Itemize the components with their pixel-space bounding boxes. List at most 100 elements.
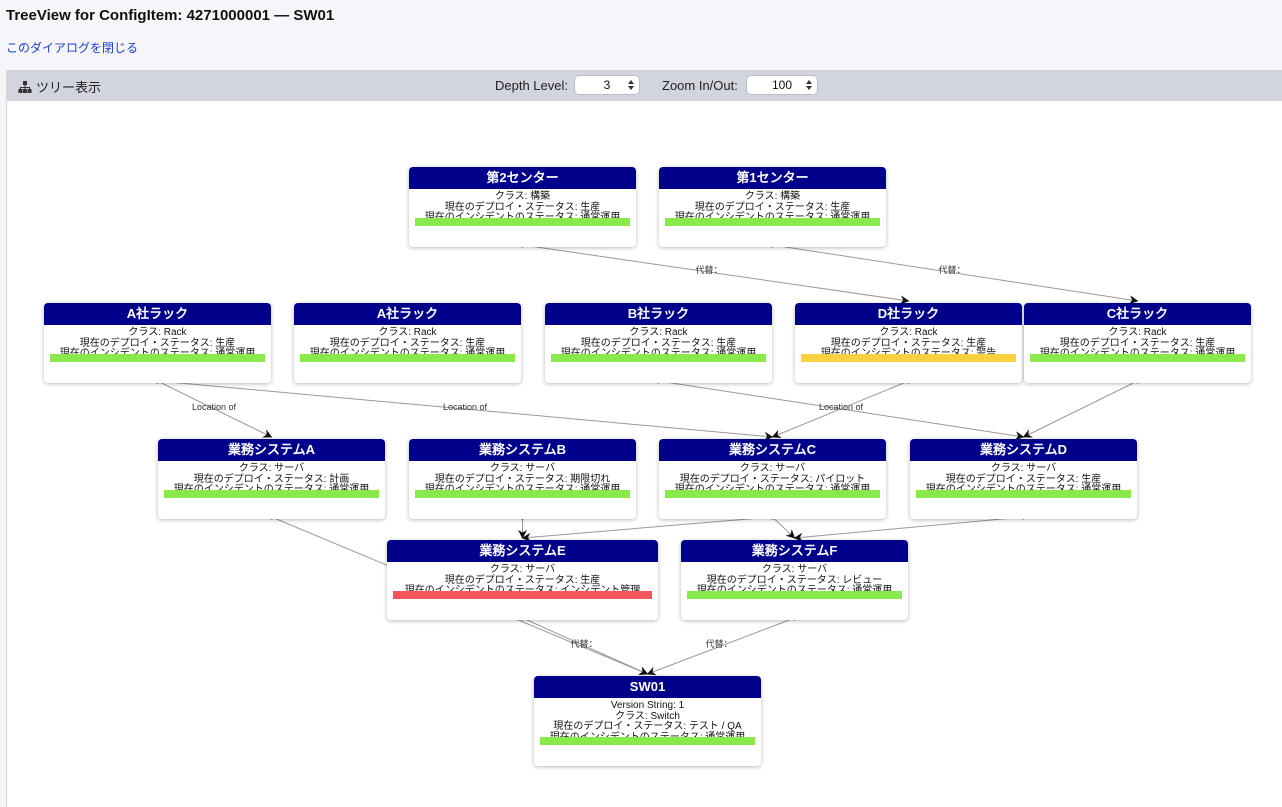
edge-line <box>1022 380 1138 438</box>
ci-node-attribute: 現在のデプロイ・ステータス: 生産 <box>79 337 236 349</box>
ci-node-title[interactable]: B社ラック <box>545 303 772 325</box>
edge-line <box>772 244 1139 305</box>
ci-node-attribute: 現在のデプロイ・ステータス: パイロット <box>679 473 866 485</box>
ci-node-title[interactable]: 業務システムE <box>387 540 658 562</box>
edge-line <box>772 516 796 539</box>
edge-c2-rd: 代替： <box>520 242 910 305</box>
edge-line <box>157 380 273 438</box>
ci-node-title[interactable]: A社ラック <box>44 303 271 325</box>
zoom-spinner[interactable]: 100 <box>746 75 818 95</box>
ci-node-attribute: クラス: Switch <box>615 710 680 722</box>
ci-node-title[interactable]: 業務システムC <box>659 439 886 461</box>
spinner-arrows-icon[interactable] <box>627 78 635 92</box>
ci-node-attribute: 現在のインシデントのステータス: 通常運用 <box>659 213 886 224</box>
edge-line <box>793 516 1024 542</box>
ci-node-attribute: クラス: サーバ <box>990 463 1057 474</box>
edge-label: 代替： <box>570 638 597 649</box>
ci-node-attribute: クラス: サーバ <box>238 463 305 474</box>
ci-node-title[interactable]: 第1センター <box>659 167 886 189</box>
depth-level-label: Depth Level: <box>495 78 568 93</box>
ci-node-title[interactable]: SW01 <box>534 676 761 698</box>
close-dialog-link[interactable]: このダイアログを閉じる <box>6 41 139 55</box>
ci-node-attribute: 現在のインシデントのステータス: インシデント管理 <box>387 586 658 597</box>
ci-node-attribute: 現在のデプロイ・ステータス: 生産 <box>694 201 851 213</box>
ci-node-attribute: 現在のインシデントのステータス: 通常運用 <box>409 213 636 224</box>
ci-node-attribute: 現在のデプロイ・ステータス: 生産 <box>945 473 1102 485</box>
edge-label: 代替： <box>938 264 965 275</box>
ci-node-attribute: 現在のインシデントのステータス: 通常運用 <box>910 485 1137 496</box>
ci-node-title[interactable]: D社ラック <box>795 303 1022 325</box>
ci-node-attribute: 現在のインシデントのステータス: 通常運用 <box>158 485 385 496</box>
edge-line <box>521 516 773 542</box>
ci-node-attribute: 現在のインシデントのステータス: 通常運用 <box>545 349 772 360</box>
ci-node-attribute: 現在のデプロイ・ステータス: 計画 <box>193 473 350 485</box>
incident-status-bar <box>393 590 652 599</box>
incident-status-bar <box>665 489 880 498</box>
spinner-arrows-icon[interactable] <box>805 78 813 92</box>
edge-se-sw: 代替： <box>520 615 649 675</box>
ci-node-attribute: 現在のデプロイ・ステータス: 生産 <box>830 337 987 349</box>
edge-ra1-sa: Location of <box>155 378 273 438</box>
ci-node-attribute: クラス: 構築 <box>494 191 551 202</box>
ci-node-attribute: 現在のインシデントのステータス: 通常運用 <box>294 349 521 360</box>
zoom-label: Zoom In/Out: <box>662 78 738 93</box>
ci-node-attribute: クラス: 構築 <box>744 191 801 202</box>
ci-node-attribute: Version String: 1 <box>610 700 685 711</box>
incident-status-bar <box>551 353 766 362</box>
edge-label: Location of <box>192 402 237 412</box>
ci-node-title[interactable]: 第2センター <box>409 167 636 189</box>
ci-node-attribute: 現在のデプロイ・ステータス: 生産 <box>444 574 601 586</box>
incident-status-bar <box>415 217 630 226</box>
edge-ra1-sc: Location of <box>155 378 774 441</box>
ci-node-attribute: クラス: サーバ <box>761 564 828 575</box>
ci-node-attribute: 現在のインシデントのステータス: 警告 <box>795 349 1022 360</box>
ci-node-title[interactable]: 業務システムF <box>681 540 908 562</box>
ci-node-title[interactable]: C社ラック <box>1024 303 1251 325</box>
ci-node-attribute: 現在のインシデントのステータス: 通常運用 <box>1024 349 1251 360</box>
edge-line <box>157 380 774 441</box>
ci-node-attribute: 現在のデプロイ・ステータス: 生産 <box>444 201 601 213</box>
ci-node-attribute: 現在のインシデントのステータス: 通常運用 <box>681 586 908 597</box>
edge-label: Location of <box>819 402 864 412</box>
ci-node-attribute: 現在のデプロイ・ステータス: 生産 <box>1059 337 1216 349</box>
edge-label: 代替： <box>695 264 722 275</box>
incident-status-bar <box>164 489 379 498</box>
ci-node-attribute: クラス: Rack <box>879 327 938 338</box>
ci-node-title[interactable]: A社ラック <box>294 303 521 325</box>
edge-line <box>646 617 795 676</box>
ci-node-title[interactable]: 業務システムB <box>409 439 636 461</box>
incident-status-bar <box>1030 353 1245 362</box>
ci-node-attribute: 現在のデプロイ・ステータス: 生産 <box>329 337 486 349</box>
depth-level-value: 3 <box>603 78 611 92</box>
ci-node-title[interactable]: 業務システムD <box>910 439 1137 461</box>
edge-rc-sd <box>1022 378 1140 438</box>
incident-status-bar <box>801 353 1016 362</box>
ci-node-title[interactable]: 業務システムA <box>158 439 385 461</box>
tree-view-label: ツリー表示 <box>36 80 102 95</box>
ci-node-attribute: クラス: Rack <box>128 327 187 338</box>
incident-status-bar <box>50 353 265 362</box>
depth-level-spinner[interactable]: 3 <box>574 75 640 95</box>
ci-node-attribute: 現在のインシデントのステータス: 通常運用 <box>44 349 271 360</box>
